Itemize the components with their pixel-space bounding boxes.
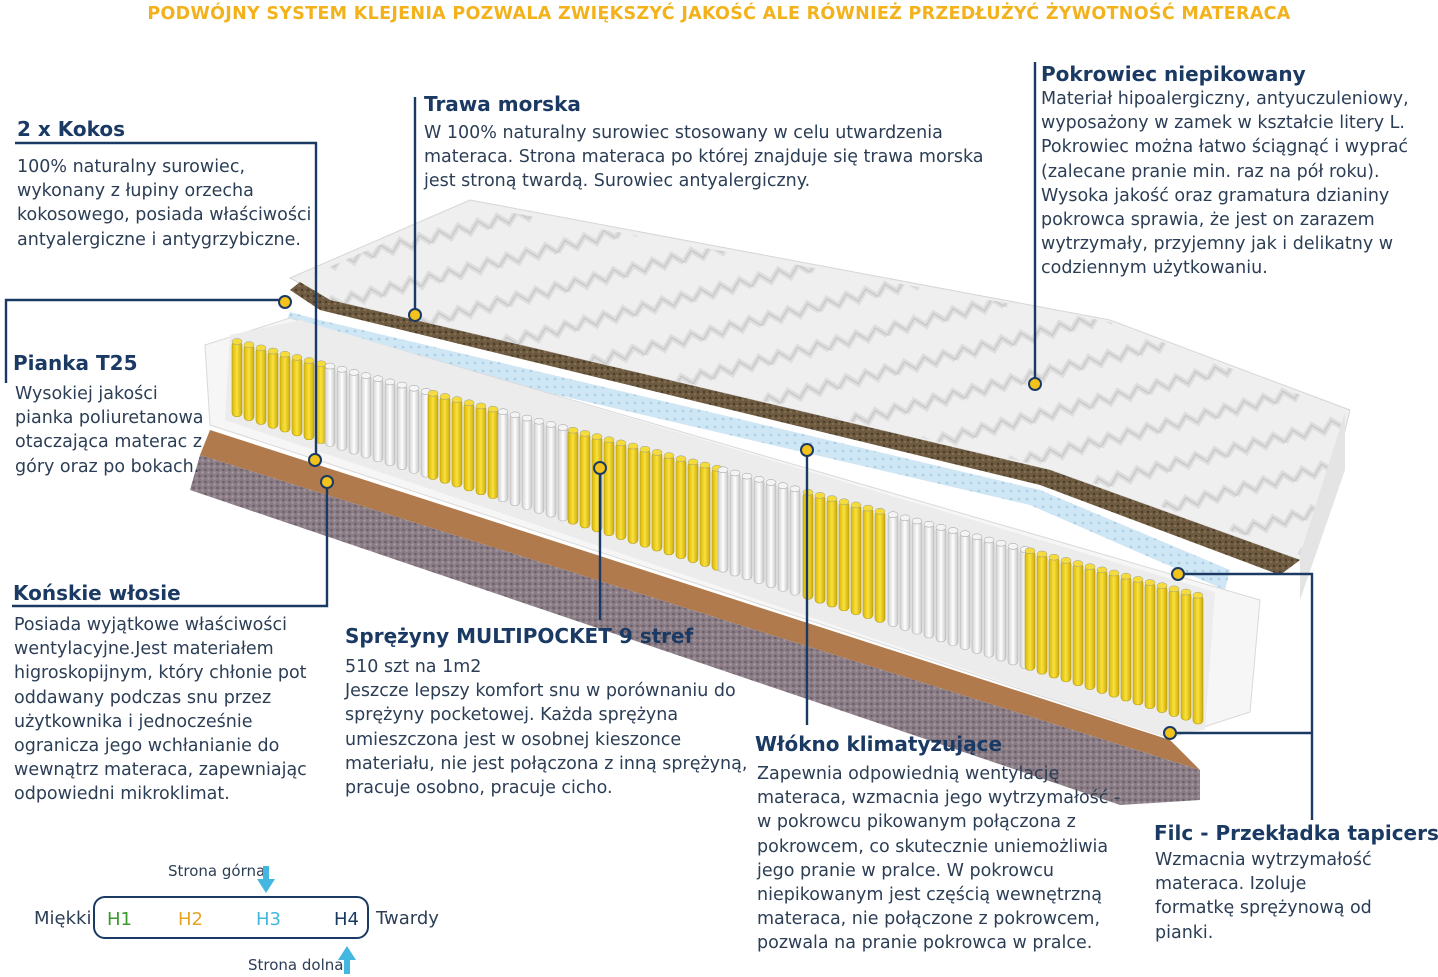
konskie-title: Końskie włosie [13,581,181,605]
konskie-line: wewnątrz materaca, zapewniając [14,760,307,781]
konskie-line: oddawany podczas snu przez [14,687,272,708]
pokrowiec-line: pokrowca sprawia, że jest on zarazem [1041,210,1375,231]
pianka-line: góry oraz po bokach. [15,456,200,477]
pokrowiec-line: (zalecane pranie min. raz na pół roku). [1041,161,1380,182]
sprezyny-line: pracuje osobno, pracuje cicho. [345,778,613,799]
scale-hard-label: Twardy [376,908,439,929]
kokos-line: wykonany z łupiny orzecha [17,181,254,202]
trawa-line: materaca. Strona materaca po której znaj… [424,147,984,168]
filc-title: Filc - Przekładka tapicerska [1154,821,1438,845]
wlokno-line: materaca, nie połączone z pokrowcem, [757,909,1101,930]
banner-title: PODWÓJNY SYSTEM KLEJENIA POZWALA ZWIĘKSZ… [147,4,1291,24]
pokrowiec-line: Pokrowiec można łatwo ściągnąć i wyprać [1041,137,1409,158]
trawa-line: jest stroną twardą. Surowiec antyalergic… [424,171,811,192]
konskie-line: Posiada wyjątkowe właściwości [14,615,287,635]
sprezyny-line: 510 szt na 1m2 [345,657,482,677]
konskie-line: odpowiedni mikroklimat. [14,784,230,805]
filc-line: materaca. Izoluje [1155,874,1307,895]
pokrowiec-line: wytrzymały, przyjemny jak i delikatny w [1041,234,1394,255]
kokos-line: 100% naturalny surowiec, [17,157,246,177]
wlokno-description: Zapewnia odpowiednią wentylację materaca… [757,762,1120,956]
sprezyny-line: umieszczona jest w osobnej kieszonce [345,729,682,750]
pokrowiec-line: Materiał hipoalergiczny, antyuczuleniowy… [1041,89,1409,109]
sprezyny-line: materiału, nie jest połączona z inną spr… [345,753,748,774]
scale-h4: H4 [334,909,359,930]
konskie-line: użytkownika i jednocześnie [14,711,253,732]
wlokno-title: Włókno klimatyzujące [755,732,1003,756]
konskie-line: higroskopijnym, który chłonie pot [14,663,307,684]
filc-line: formatkę sprężynową od [1155,898,1372,919]
wlokno-line: materaca, wzmacnia jego wytrzymałość - [757,788,1121,809]
sprezyny-description: 510 szt na 1m2 Jeszcze lepszy komfort sn… [345,655,747,800]
scale-h1: H1 [107,909,132,930]
filc-description: Wzmacnia wytrzymałość materaca. Izoluje … [1155,848,1372,945]
wlokno-line: w pokrowcu pikowanym połączona z [757,812,1076,833]
marker-dot [278,295,292,309]
filc-line: Wzmacnia wytrzymałość [1155,850,1372,870]
sprezyny-title: Sprężyny MULTIPOCKET 9 stref [345,624,694,648]
down-arrow-icon [257,866,275,893]
scale-h3: H3 [256,909,281,930]
pianka-description: Wysokiej jakości pianka poliuretanowa ot… [15,382,204,479]
pokrowiec-line: wyposażony w zamek w kształcie litery L. [1041,113,1405,134]
bottom-side-label: Strona dolna [248,956,344,974]
pokrowiec-line: codziennym użytkowaniu. [1041,258,1268,279]
pokrowiec-description: Materiał hipoalergiczny, antyuczuleniowy… [1041,87,1409,281]
wlokno-line: jego pranie w pralce. W pokrowcu [757,860,1054,881]
pianka-title: Pianka T25 [13,351,138,375]
top-side-label: Strona górna [168,862,266,880]
konskie-line: wentylacyjne.Jest materiałem [14,639,274,660]
pianka-line: Wysokiej jakości [15,384,158,404]
trawa-title: Trawa morska [424,92,581,116]
pianka-line: pianka poliuretanowa [15,408,204,429]
sprezyny-line: Jeszcze lepszy komfort snu w porównaniu … [345,681,736,702]
scale-h2: H2 [178,909,203,930]
wlokno-line: pokrowcem, co skutecznie uniemożliwia [757,836,1109,857]
kokos-line: kokosowego, posiada właściwości [17,205,312,226]
kokos-description: 100% naturalny surowiec, wykonany z łupi… [17,155,311,252]
kokos-title: 2 x Kokos [17,117,126,141]
wlokno-line: Zapewnia odpowiednią wentylację [757,764,1060,784]
trawa-line: W 100% naturalny surowiec stosowany w ce… [424,123,943,143]
sprezyny-line: sprężyny pocketowej. Każda sprężyna [345,705,679,726]
pokrowiec-title: Pokrowiec niepikowany [1041,62,1306,86]
firmness-scale-box [93,896,369,939]
konskie-line: ogranicza jego wchłanianie do [14,736,280,757]
konskie-description: Posiada wyjątkowe właściwości wentylacyj… [14,613,307,807]
pokrowiec-line: Wysoka jakość oraz gramatura dzianiny [1041,185,1390,206]
wlokno-line: niepikowanym jest częścią wewnętrzną [757,885,1102,906]
trawa-description: W 100% naturalny surowiec stosowany w ce… [424,121,984,194]
kokos-line: antyalergiczne i antygrzybiczne. [17,229,301,250]
up-arrow-icon [338,946,356,974]
wlokno-line: pozwala na pranie pokrowca w pralce. [757,933,1093,954]
filc-line: pianki. [1155,922,1214,943]
pocket-springs [231,338,1204,725]
pianka-line: otaczająca materac z [15,432,203,453]
scale-soft-label: Miękki [34,908,92,929]
